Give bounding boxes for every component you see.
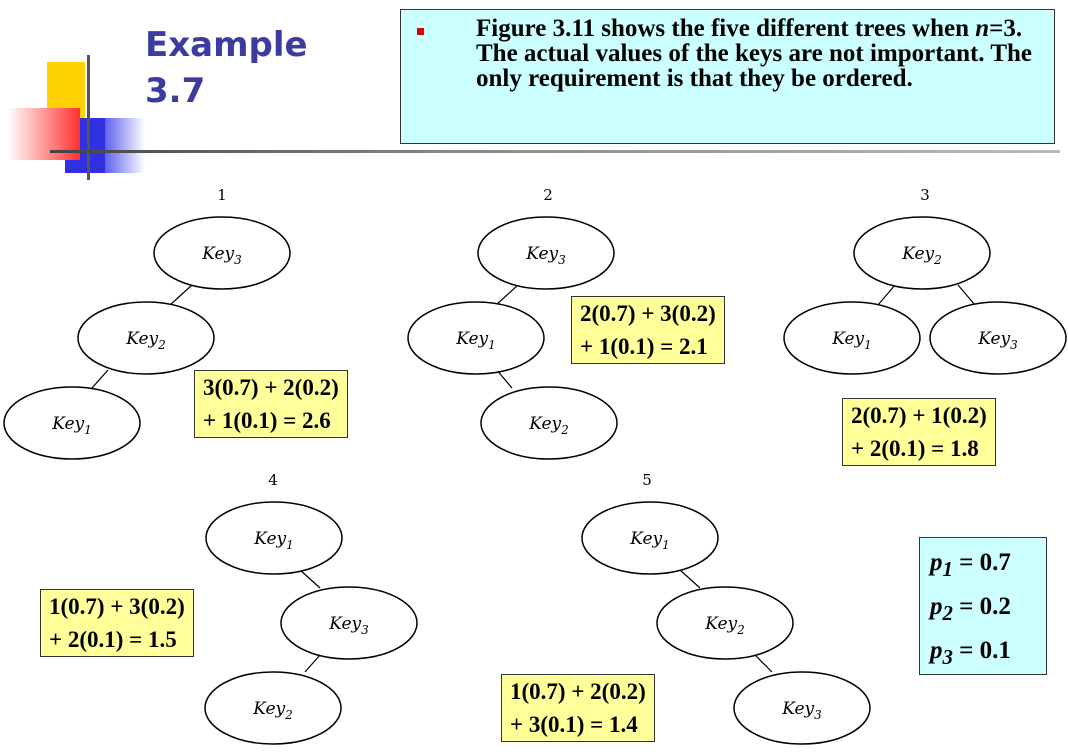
title-decoration bbox=[0, 0, 1060, 190]
tree3-left-node bbox=[783, 301, 921, 375]
tree4-cost-line2: + 2(0.1) = 1.5 bbox=[49, 627, 177, 652]
tree2-root-label: Key3 bbox=[525, 244, 566, 267]
tree5-mid-node bbox=[656, 586, 794, 660]
tree1-root-node bbox=[153, 216, 291, 290]
tree1-leaf-label: Key1 bbox=[51, 414, 92, 437]
tree4-mid-label: Key3 bbox=[328, 614, 369, 637]
probabilities-box: p1 = 0.7 p2 = 0.2 p3 = 0.1 bbox=[919, 537, 1047, 675]
tree2-leaf-label: Key2 bbox=[528, 414, 569, 437]
tree5-leaf-node bbox=[733, 671, 871, 745]
tree3-cost-line1: 2(0.7) + 1(0.2) bbox=[851, 403, 987, 428]
tree3-cost-box: 2(0.7) + 1(0.2) + 2(0.1) = 1.8 bbox=[842, 398, 996, 466]
tree4-mid-node bbox=[280, 586, 418, 660]
tree5-mid-label: Key2 bbox=[704, 614, 745, 637]
tree1-cost-line1: 3(0.7) + 2(0.2) bbox=[203, 375, 339, 400]
tree2-root-node bbox=[477, 216, 615, 290]
tree4-leaf-label: Key2 bbox=[252, 699, 293, 722]
tree4-root-label: Key1 bbox=[253, 529, 294, 552]
tree5-number: 5 bbox=[642, 471, 652, 489]
tree1-cost-line2: + 1(0.1) = 2.6 bbox=[203, 408, 331, 433]
slide-title: Example 3.7 bbox=[145, 22, 308, 114]
tree4-cost-box: 1(0.7) + 3(0.2) + 2(0.1) = 1.5 bbox=[40, 589, 194, 657]
tree1-mid-label: Key2 bbox=[125, 329, 166, 352]
tree3-right-label: Key3 bbox=[977, 329, 1018, 352]
tree5-leaf-label: Key3 bbox=[781, 699, 822, 722]
tree2-number: 2 bbox=[543, 186, 553, 204]
tree3-root-node bbox=[853, 216, 991, 290]
probability-2: p2 = 0.2 bbox=[930, 593, 1011, 625]
tree4-root-node bbox=[205, 501, 343, 575]
tree2-mid-label: Key1 bbox=[455, 329, 496, 352]
tree3-root-label: Key2 bbox=[901, 244, 942, 267]
tree2-mid-node bbox=[407, 301, 545, 375]
tree2-cost-line1: 2(0.7) + 3(0.2) bbox=[580, 301, 716, 326]
probability-1: p1 = 0.7 bbox=[930, 549, 1011, 581]
tree5-cost-line1: 1(0.7) + 2(0.2) bbox=[510, 679, 646, 704]
tree4-leaf-node bbox=[204, 671, 342, 745]
title-line-1: Example bbox=[145, 25, 308, 65]
tree1-root-label: Key3 bbox=[201, 244, 242, 267]
tree2-cost-box: 2(0.7) + 3(0.2) + 1(0.1) = 2.1 bbox=[571, 296, 725, 364]
tree3-number: 3 bbox=[920, 186, 930, 204]
title-line-2: 3.7 bbox=[145, 71, 206, 111]
tree5-cost-line2: + 3(0.1) = 1.4 bbox=[510, 712, 638, 737]
tree3-cost-line2: + 2(0.1) = 1.8 bbox=[851, 436, 979, 461]
probability-3: p3 = 0.1 bbox=[930, 637, 1011, 669]
tree1-leaf-node bbox=[3, 386, 141, 460]
description-callout: Figure 3.11 shows the five different tre… bbox=[400, 9, 1055, 144]
tree5-root-label: Key1 bbox=[629, 529, 670, 552]
tree1-mid-node bbox=[77, 301, 215, 375]
bullet-icon bbox=[417, 28, 424, 35]
tree2-cost-line2: + 1(0.1) = 2.1 bbox=[580, 334, 708, 359]
tree1-cost-box: 3(0.7) + 2(0.2) + 1(0.1) = 2.6 bbox=[194, 370, 348, 438]
tree3-left-label: Key1 bbox=[831, 329, 872, 352]
tree4-number: 4 bbox=[268, 471, 278, 489]
callout-text: Figure 3.11 shows the five different tre… bbox=[476, 15, 1033, 92]
tree1-number: 1 bbox=[217, 186, 227, 204]
tree4-cost-line1: 1(0.7) + 3(0.2) bbox=[49, 594, 185, 619]
tree5-cost-box: 1(0.7) + 2(0.2) + 3(0.1) = 1.4 bbox=[501, 674, 655, 742]
tree5-root-node bbox=[581, 501, 719, 575]
tree3-right-node bbox=[929, 301, 1067, 375]
tree2-leaf-node bbox=[480, 386, 618, 460]
